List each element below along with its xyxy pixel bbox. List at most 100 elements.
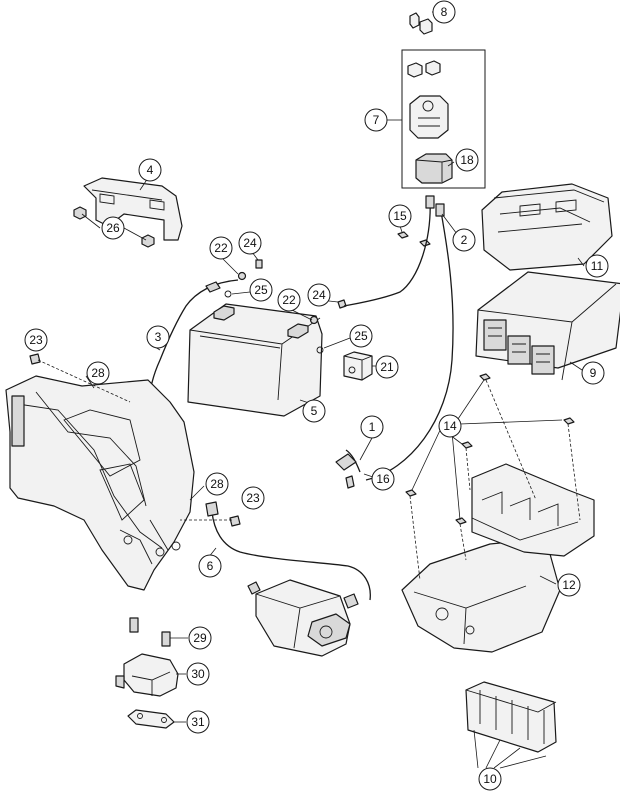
callout-4: 4	[138, 158, 162, 182]
callout-14: 14	[438, 414, 462, 438]
callout-18: 18	[455, 148, 479, 172]
callout-22a: 22	[209, 236, 233, 260]
callout-2-label: 2	[461, 233, 468, 247]
callout-22b: 22	[277, 288, 301, 312]
dash-14a	[485, 379, 537, 501]
callout-4-label: 4	[147, 163, 154, 177]
callout-25b-label: 25	[354, 329, 368, 343]
callout-25a: 25	[249, 278, 273, 302]
callout-15-label: 15	[393, 209, 407, 223]
engine-control-unit-part-9	[475, 271, 620, 381]
callout-11: 11	[585, 254, 609, 278]
cable-part-1	[335, 449, 361, 489]
starter-relay-part-21	[343, 351, 373, 381]
fuse-group-box	[401, 49, 486, 189]
callout-1: 1	[360, 415, 384, 439]
callout-25b: 25	[349, 324, 373, 348]
callout-24a: 24	[238, 231, 262, 255]
sensor-part-30	[115, 653, 179, 697]
fuse-strip-part-10	[465, 681, 557, 753]
callout-1-label: 1	[369, 420, 376, 434]
mounting-bracket-part-4	[83, 177, 183, 241]
leader-28b	[189, 485, 205, 501]
dash-14c	[465, 447, 471, 491]
callout-23b: 23	[241, 486, 265, 510]
fuse-clips-part-8	[409, 12, 433, 35]
callout-31: 31	[186, 710, 210, 734]
callout-9: 9	[581, 361, 605, 385]
dash-14b	[567, 423, 581, 521]
callout-30: 30	[186, 662, 210, 686]
dash-14e	[459, 523, 467, 561]
callout-10: 10	[478, 767, 502, 791]
leader-23a-dash	[37, 359, 131, 403]
leader-10	[473, 729, 547, 769]
callout-12-label: 12	[562, 578, 576, 592]
callout-5-label: 5	[311, 404, 318, 418]
cable-part-2	[343, 195, 454, 481]
callout-30-label: 30	[191, 667, 205, 681]
callout-7-label: 7	[373, 113, 380, 127]
callout-6-label: 6	[207, 559, 214, 573]
callout-22a-label: 22	[214, 241, 228, 255]
callout-26: 26	[101, 216, 125, 240]
leader-25b	[323, 337, 351, 349]
callout-7: 7	[364, 108, 388, 132]
callout-14-label: 14	[443, 419, 457, 433]
cable-part-6	[205, 501, 371, 609]
callout-8-label: 8	[441, 5, 448, 19]
battery-screws-part-22	[237, 271, 319, 325]
callout-28b-label: 28	[210, 477, 224, 491]
leader-1	[359, 437, 373, 461]
callout-24b: 24	[307, 283, 331, 307]
callout-31-label: 31	[191, 715, 205, 729]
callout-28a-label: 28	[91, 366, 105, 380]
leader-9	[569, 361, 583, 371]
leader-18	[447, 161, 455, 167]
callout-29: 29	[188, 626, 212, 650]
control-unit-part-11	[481, 183, 613, 271]
callout-3-label: 3	[155, 330, 162, 344]
callout-25a-label: 25	[254, 283, 268, 297]
leader-26	[81, 213, 147, 241]
battery-part-5	[187, 303, 323, 417]
callout-28b: 28	[205, 472, 229, 496]
callout-16: 16	[371, 467, 395, 491]
screws-part-29	[129, 617, 171, 647]
callout-10-label: 10	[483, 772, 497, 786]
callout-26-label: 26	[106, 221, 120, 235]
callout-15: 15	[388, 204, 412, 228]
starter-motor-part	[247, 579, 351, 657]
callout-23b-label: 23	[246, 491, 260, 505]
callout-12: 12	[557, 573, 581, 597]
callout-21: 21	[375, 355, 399, 379]
leader-22b	[291, 309, 313, 321]
leader-28a	[85, 375, 95, 389]
dash-14d	[409, 495, 421, 581]
leader-25a	[231, 291, 251, 295]
callout-23a-label: 23	[29, 333, 43, 347]
relay-fuse-holder-part-7	[407, 60, 449, 139]
callout-8: 8	[432, 0, 456, 24]
leader-11	[577, 257, 585, 267]
leader-22a	[221, 257, 239, 275]
callout-24b-label: 24	[312, 288, 326, 302]
callout-21-label: 21	[380, 360, 394, 374]
callout-18-label: 18	[460, 153, 474, 167]
callout-23a: 23	[24, 328, 48, 352]
callout-3: 3	[146, 325, 170, 349]
plate-part-31	[127, 709, 175, 729]
rear-frame-part	[5, 375, 195, 591]
callout-5: 5	[302, 399, 326, 423]
callout-2: 2	[452, 228, 476, 252]
callout-9-label: 9	[590, 366, 597, 380]
leader-14	[411, 379, 563, 521]
screws-part-23	[29, 353, 241, 527]
leader-12	[539, 575, 557, 585]
callout-24a-label: 24	[243, 236, 257, 250]
fuse-cover-part-18	[415, 153, 453, 184]
battery-tray-part-12	[401, 463, 595, 653]
screw-part-15	[397, 231, 431, 247]
callout-22b-label: 22	[282, 293, 296, 307]
